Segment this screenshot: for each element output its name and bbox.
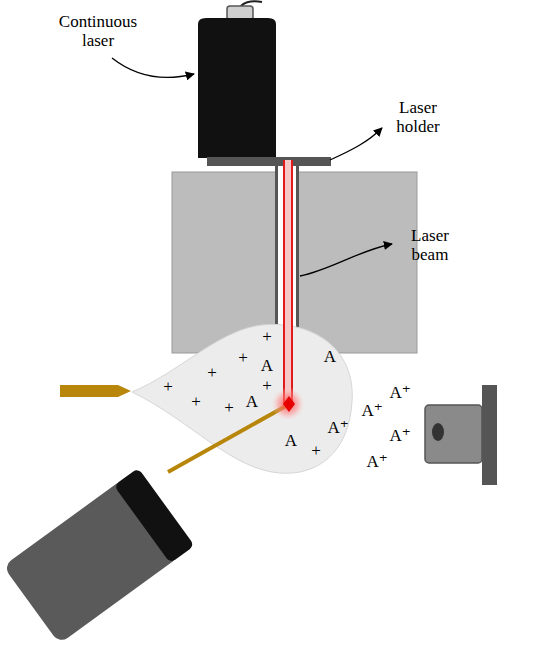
ion-plume <box>132 324 352 473</box>
ion-symbol: + <box>262 377 272 396</box>
ion-symbol: + <box>311 442 321 461</box>
part-label: Laser beam <box>395 227 465 264</box>
analyte-ion-symbol: A⁺ <box>389 427 410 446</box>
leader-arrow <box>112 58 194 77</box>
analyte-ion-symbol: A⁺ <box>366 453 387 472</box>
part-label: Laser holder <box>383 99 453 136</box>
analyte-symbol: A <box>246 393 258 412</box>
sample-holder <box>3 468 195 644</box>
analyte-symbol: A <box>285 432 297 451</box>
detector-inlet <box>425 385 497 485</box>
analyte-ion-symbol: A⁺ <box>327 419 348 438</box>
leader-arrow <box>330 128 382 160</box>
laser-spot-glow <box>271 387 305 421</box>
ion-symbol: + <box>207 364 217 383</box>
ion-symbol: + <box>191 393 201 412</box>
ion-symbol: + <box>262 328 272 347</box>
sample-spot <box>283 396 295 412</box>
electrode-needle <box>60 385 131 397</box>
ion-symbol: + <box>224 399 234 418</box>
analyte-ion-symbol: A⁺ <box>389 384 410 403</box>
analyte-symbol: A <box>324 348 336 367</box>
analyte-ion-symbol: A⁺ <box>361 402 382 421</box>
continuous-laser <box>198 18 276 158</box>
laser-connector <box>227 6 253 20</box>
part-label: Continuous laser <box>48 13 148 50</box>
ion-symbol: + <box>163 378 173 397</box>
leader-arrow <box>300 244 392 276</box>
ion-symbol: + <box>238 349 248 368</box>
laser-holder <box>207 157 331 166</box>
analyte-symbol: A <box>261 357 273 376</box>
laser-beam <box>284 160 292 406</box>
